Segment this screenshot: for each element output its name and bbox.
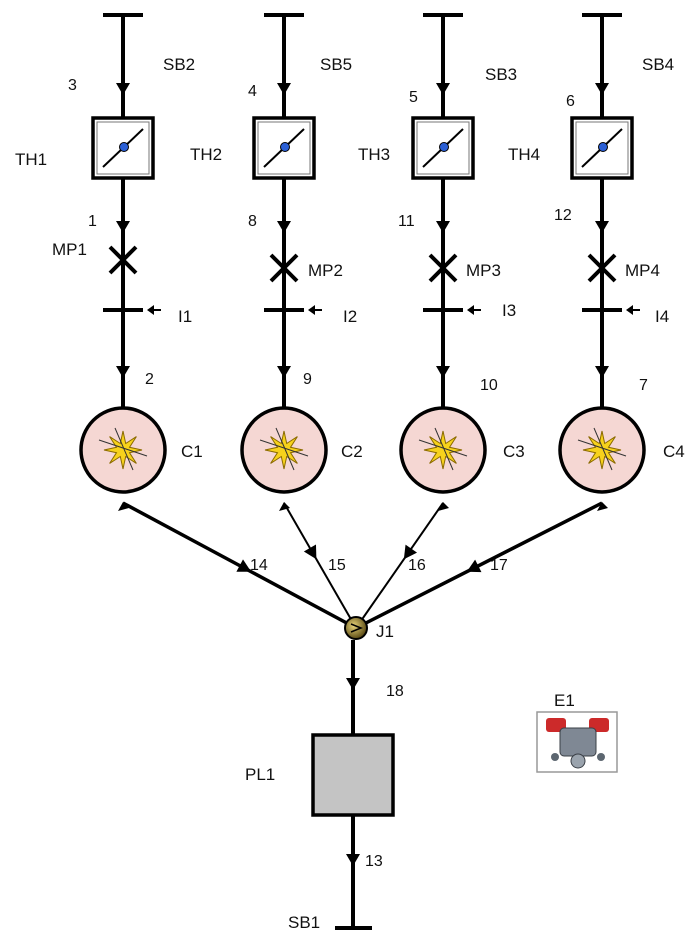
link-number: 14 <box>250 557 268 574</box>
throttle-inner <box>416 121 470 175</box>
manifold-pipe-icon[interactable] <box>587 253 617 283</box>
injector-label: I1 <box>178 307 192 326</box>
manifold-pipe-label: MP3 <box>466 261 501 280</box>
exhaust-link-line <box>122 501 357 630</box>
throttle-inner <box>575 121 629 175</box>
link-number: 8 <box>248 213 257 230</box>
manifold-pipe-label: MP2 <box>308 261 343 280</box>
injector-arrow-icon <box>626 305 633 315</box>
flow-arrow <box>303 544 317 560</box>
flow-arrow <box>116 83 130 95</box>
exhaust-arrow-tip <box>597 502 608 511</box>
flow-arrow <box>436 83 450 95</box>
flow-arrow <box>277 83 291 95</box>
link-number: 1 <box>88 213 97 230</box>
exhaust-arrow-tip <box>438 502 449 511</box>
combustor-label: C4 <box>663 442 685 461</box>
injector-arrow-icon <box>467 305 474 315</box>
link-number: 2 <box>145 371 154 388</box>
source-label: SB5 <box>320 55 352 74</box>
spark-icon <box>418 427 468 471</box>
injector-label: I2 <box>343 307 357 326</box>
junction-icon <box>350 623 364 633</box>
link-number: 17 <box>490 557 508 574</box>
flow-arrow <box>346 678 360 690</box>
flow-arrow <box>116 221 130 233</box>
link-number: 3 <box>68 77 77 94</box>
throttle-label: TH1 <box>15 150 47 169</box>
flow-arrow <box>436 366 450 378</box>
exhaust-link-line <box>283 502 357 629</box>
spark-icon <box>259 427 309 471</box>
throttle-pivot-icon <box>119 142 129 152</box>
flow-arrow <box>277 366 291 378</box>
link-number: 16 <box>408 557 426 574</box>
manifold-pipe-icon[interactable] <box>108 245 138 275</box>
flow-arrow <box>403 544 418 560</box>
plenum-label: PL1 <box>245 765 275 784</box>
injector-arrow-icon <box>147 305 154 315</box>
spark-icon <box>98 427 148 471</box>
throttle-pivot-icon <box>598 142 608 152</box>
throttle-inner <box>96 121 150 175</box>
junction-label: J1 <box>376 622 394 641</box>
manifold-pipe-icon[interactable] <box>269 253 299 283</box>
link-number: 10 <box>480 377 498 394</box>
injector-label: I4 <box>655 307 669 326</box>
flow-arrow <box>236 559 252 572</box>
flow-arrow <box>595 366 609 378</box>
flow-arrow <box>277 221 291 233</box>
injector-arrow-icon <box>308 305 315 315</box>
source-label: SB4 <box>642 55 674 74</box>
injector-label: I3 <box>502 301 516 320</box>
junction-node[interactable] <box>344 616 368 640</box>
flow-arrow <box>436 221 450 233</box>
combustor-label: C3 <box>503 442 525 461</box>
combustor-label: C2 <box>341 442 363 461</box>
link-number: 6 <box>566 93 575 110</box>
throttle-label: TH3 <box>358 145 390 164</box>
link-number: 13 <box>365 853 383 870</box>
manifold-pipe-label: MP1 <box>52 240 87 259</box>
exhaust-link-line <box>355 501 603 630</box>
throttle-label: TH4 <box>508 145 540 164</box>
link-number: 7 <box>639 377 648 394</box>
engine-label: E1 <box>554 691 575 710</box>
exhaust-arrow-tip <box>118 502 129 511</box>
exhaust-link-line <box>355 502 444 629</box>
link-number: 5 <box>409 89 418 106</box>
link-number: 11 <box>398 213 415 230</box>
link-number: 18 <box>386 683 404 700</box>
combustor-label: C1 <box>181 442 203 461</box>
flow-arrow <box>595 221 609 233</box>
exhaust-arrow-tip <box>279 502 290 511</box>
spark-icon <box>577 427 627 471</box>
throttle-pivot-icon <box>280 142 290 152</box>
throttle-label: TH2 <box>190 145 222 164</box>
source-label: SB3 <box>485 65 517 84</box>
flow-arrow <box>346 854 360 866</box>
plenum-box[interactable] <box>311 733 395 817</box>
throttle-pivot-icon <box>439 142 449 152</box>
sink-label: SB1 <box>288 913 320 932</box>
source-label: SB2 <box>163 55 195 74</box>
throttle-inner <box>257 121 311 175</box>
link-number: 4 <box>248 83 257 100</box>
manifold-pipe-icon[interactable] <box>428 253 458 283</box>
manifold-pipe-label: MP4 <box>625 261 660 280</box>
engine-icon[interactable] <box>536 711 618 773</box>
flow-arrow <box>466 559 482 573</box>
flow-arrow <box>595 83 609 95</box>
link-number: 15 <box>328 557 346 574</box>
link-number: 12 <box>554 207 572 224</box>
flow-arrow <box>116 366 130 378</box>
link-number: 9 <box>303 371 312 388</box>
